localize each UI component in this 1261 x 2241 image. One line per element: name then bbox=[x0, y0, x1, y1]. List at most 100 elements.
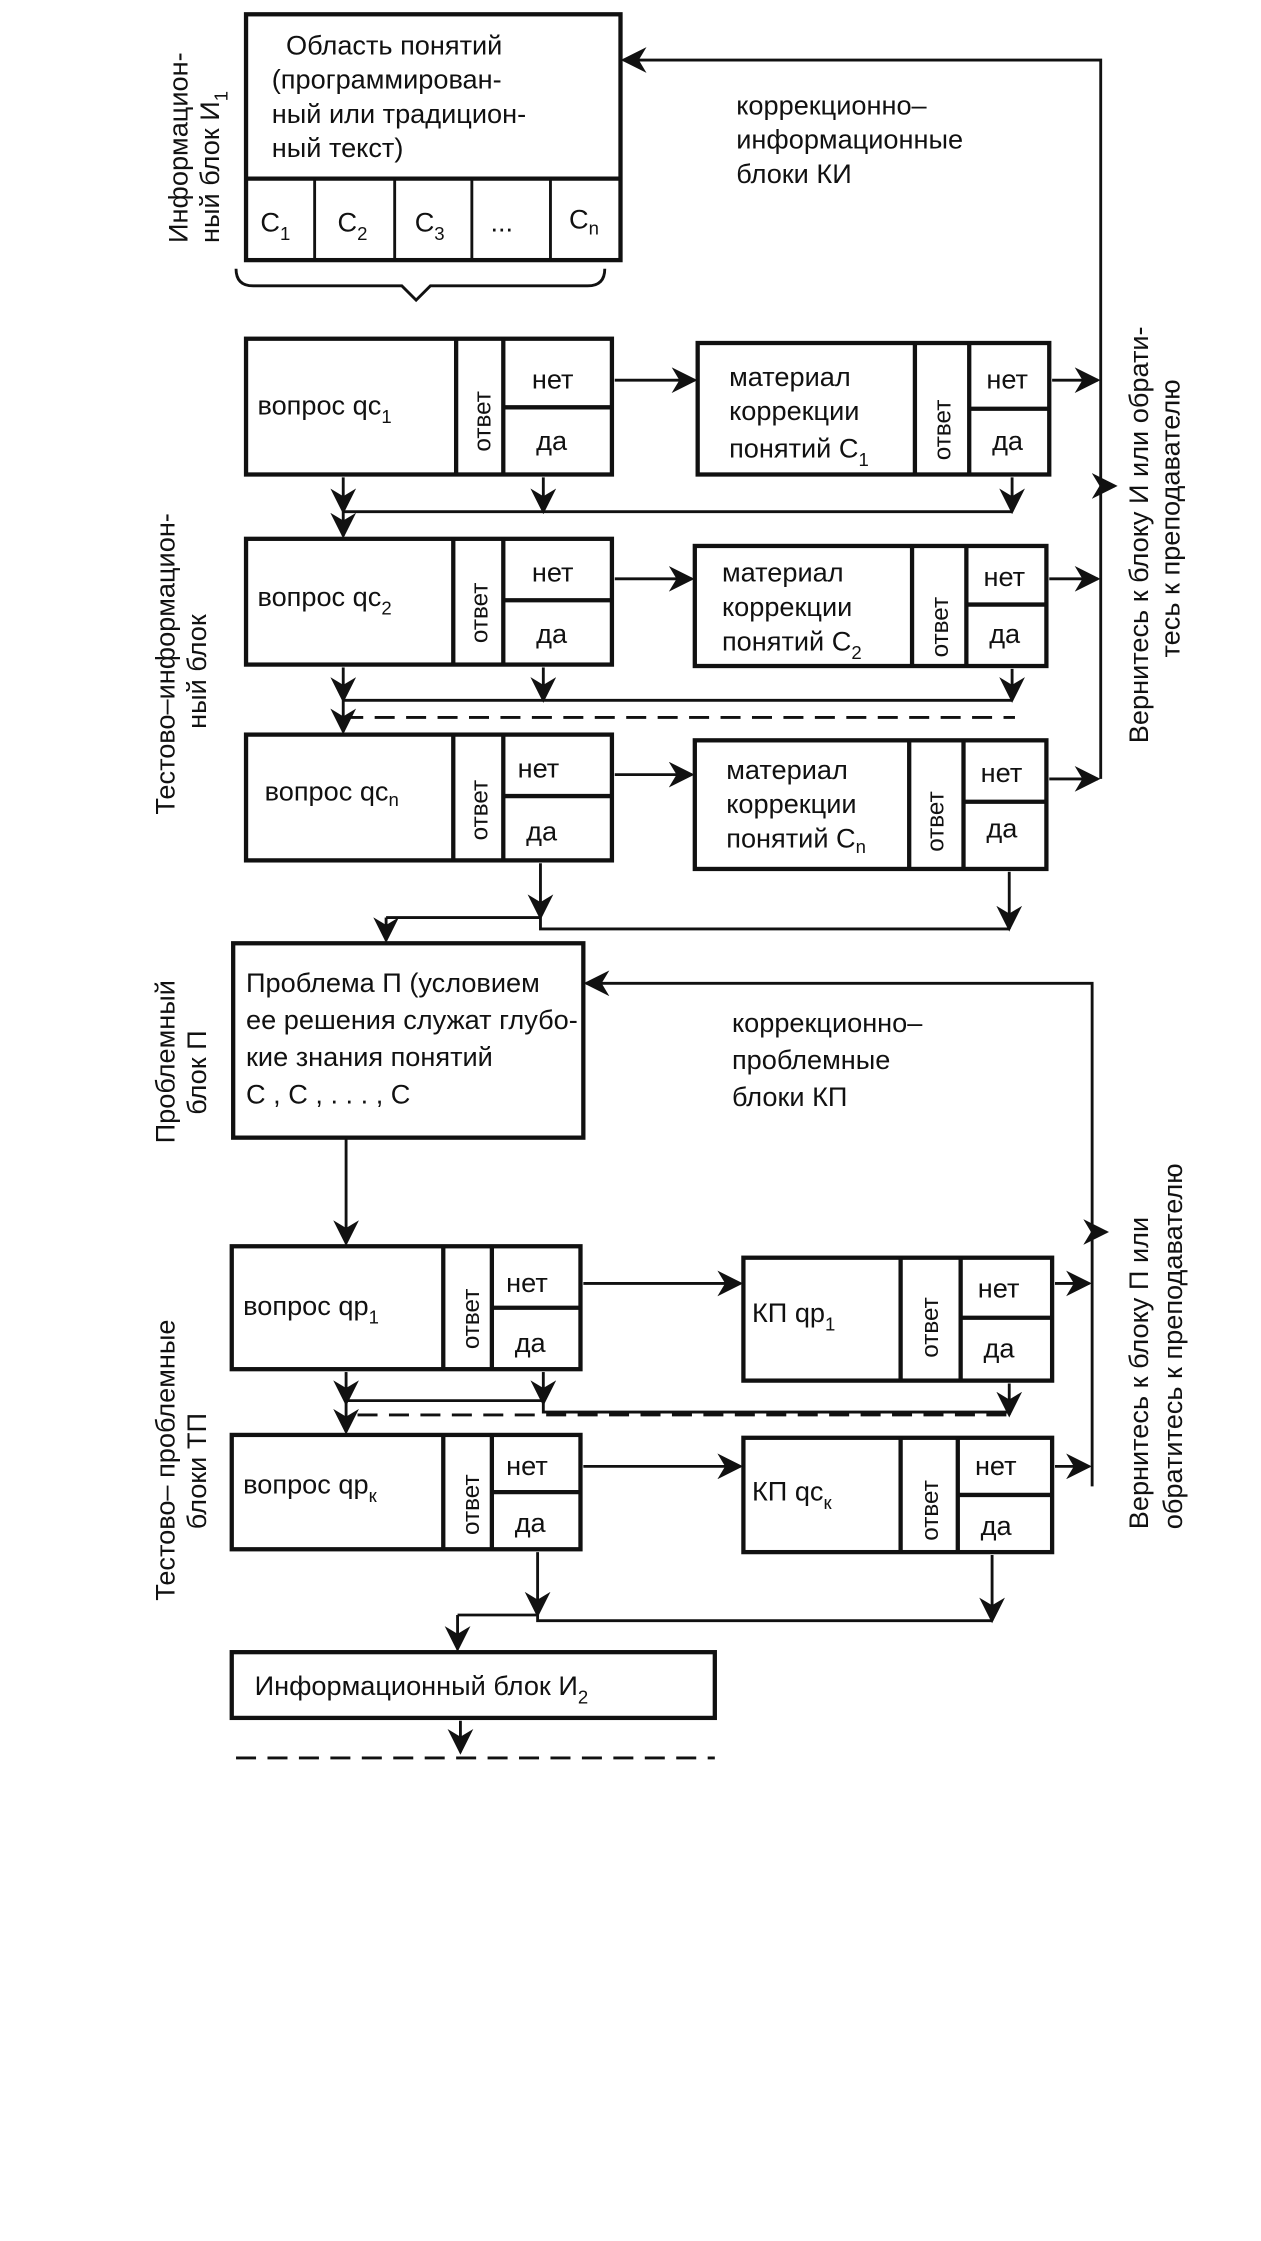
svg-text:нет: нет bbox=[518, 752, 560, 783]
svg-text:да: да bbox=[515, 1327, 547, 1358]
question-row-c2: вопрос qc2 ответ нет да материал коррекц… bbox=[243, 536, 1101, 735]
svg-text:коррекции: коррекции bbox=[722, 591, 852, 622]
label-return-I: Вернитесь к блоку И или обрати- тесь к п… bbox=[1123, 326, 1185, 743]
svg-text:ее решения служат глубо-: ее решения служат глубо- bbox=[246, 1004, 578, 1035]
svg-text:понятий Cn: понятий Cn bbox=[726, 823, 866, 858]
yes-option: да bbox=[536, 425, 568, 456]
svg-text:обратитесь к преподавателю: обратитесь к преподавателю bbox=[1157, 1163, 1188, 1529]
svg-text:C , C , . . . , C: C , C , . . . , C bbox=[246, 1078, 410, 1109]
svg-text:ный блок И1: ный блок И1 bbox=[194, 91, 232, 243]
return-line-P bbox=[583, 970, 1094, 1487]
svg-text:ответ: ответ bbox=[927, 597, 954, 658]
svg-text:коррекционно–: коррекционно– bbox=[732, 1007, 923, 1038]
svg-text:ответ: ответ bbox=[469, 391, 496, 452]
svg-text:да: да bbox=[515, 1507, 547, 1538]
svg-text:Проблема П (условием: Проблема П (условием bbox=[246, 967, 540, 998]
svg-text:блок П: блок П bbox=[181, 1030, 212, 1114]
svg-text:ответ: ответ bbox=[917, 1480, 944, 1541]
svg-text:ответ: ответ bbox=[930, 400, 957, 461]
svg-text:ответ: ответ bbox=[458, 1289, 485, 1350]
svg-text:Тестово–информацион-: Тестово–информацион- bbox=[150, 513, 181, 815]
svg-text:Тестово– проблемные: Тестово– проблемные bbox=[150, 1320, 181, 1601]
svg-text:ответ: ответ bbox=[458, 1474, 485, 1535]
info-block-text-line: Область понятий bbox=[286, 29, 502, 60]
svg-text:Информационный блок И2: Информационный блок И2 bbox=[255, 1670, 589, 1708]
svg-text:Вернитесь к блоку П или: Вернитесь к блоку П или bbox=[1123, 1217, 1154, 1529]
info-block-text-line: (программирован- bbox=[272, 64, 502, 95]
svg-text:ный блок: ный блок bbox=[181, 614, 212, 729]
info-block-1: Область понятий (программирован- ный или… bbox=[234, 12, 623, 303]
svg-text:нет: нет bbox=[532, 557, 574, 588]
svg-text:нет: нет bbox=[978, 1273, 1020, 1304]
svg-text:материал: материал bbox=[722, 557, 844, 588]
concept-cell: ... bbox=[490, 207, 513, 238]
svg-text:коррекции: коррекции bbox=[729, 395, 859, 426]
question-row-cn: вопрос qcn ответ нет да материал коррекц… bbox=[243, 732, 1101, 943]
svg-text:да: да bbox=[984, 1333, 1016, 1364]
question-row-p1: вопрос qp1 ответ нет да КП qp1 ответ нет… bbox=[229, 1244, 1092, 1435]
concept-cell: C1 bbox=[260, 207, 290, 245]
question-row-c1: вопрос qc1 ответ нет да материал коррекц… bbox=[243, 336, 1101, 539]
svg-text:да: да bbox=[981, 1510, 1013, 1541]
label-test-info-block: Тестово–информацион- ный блок bbox=[150, 513, 212, 815]
return-line-I bbox=[620, 47, 1103, 779]
svg-text:блоки КИ: блоки КИ bbox=[736, 158, 851, 189]
kp-note: коррекционно– проблемные блоки КП bbox=[732, 1007, 923, 1112]
svg-text:ответ: ответ bbox=[467, 583, 494, 644]
concept-cell: Cn bbox=[569, 204, 599, 239]
ki-note: коррекционно– информационные блоки КИ bbox=[736, 89, 963, 189]
svg-text:вопрос qpк: вопрос qpк bbox=[243, 1469, 377, 1507]
svg-text:Проблемный: Проблемный bbox=[150, 980, 181, 1143]
svg-text:да: да bbox=[989, 618, 1021, 649]
svg-text:ответ: ответ bbox=[467, 780, 494, 841]
label-test-problem-blocks: Тестово– проблемные блоки ТП bbox=[150, 1320, 212, 1601]
svg-text:ответ: ответ bbox=[922, 791, 949, 852]
svg-text:кие знания понятий: кие знания понятий bbox=[246, 1041, 493, 1072]
info-block-text-line: ный текст) bbox=[272, 132, 404, 163]
svg-text:Вернитесь к блоку И или обрати: Вернитесь к блоку И или обрати- bbox=[1123, 326, 1154, 743]
svg-text:КП qp1: КП qp1 bbox=[752, 1297, 835, 1335]
svg-text:нет: нет bbox=[506, 1450, 548, 1481]
svg-text:...: ... bbox=[490, 207, 513, 238]
svg-text:вопрос qp1: вопрос qp1 bbox=[243, 1290, 379, 1328]
svg-text:вопрос qc1: вопрос qc1 bbox=[257, 389, 391, 427]
svg-text:да: да bbox=[986, 813, 1018, 844]
svg-text:Cn: Cn bbox=[569, 204, 599, 239]
info-block-text-line: ный или традицион- bbox=[272, 98, 526, 129]
svg-text:проблемные: проблемные bbox=[732, 1044, 890, 1075]
svg-text:коррекции: коррекции bbox=[726, 788, 856, 819]
svg-text:нет: нет bbox=[984, 561, 1026, 592]
svg-text:вопрос qcn: вопрос qcn bbox=[265, 775, 399, 810]
svg-text:ответ: ответ bbox=[917, 1297, 944, 1358]
label-return-P: Вернитесь к блоку П или обратитесь к пре… bbox=[1123, 1163, 1188, 1529]
concept-cell: C2 bbox=[338, 207, 368, 245]
info-block-2: Информационный блок И2 bbox=[229, 1650, 717, 1721]
svg-text:материал: материал bbox=[726, 754, 848, 785]
problem-block: Проблема П (условием ее решения служат г… bbox=[231, 941, 586, 1140]
no-option: нет bbox=[532, 364, 574, 395]
brace bbox=[234, 268, 607, 303]
svg-text:блоки КП: блоки КП bbox=[732, 1081, 847, 1112]
svg-text:понятий C1: понятий C1 bbox=[729, 432, 869, 470]
svg-text:нет: нет bbox=[981, 757, 1023, 788]
svg-text:C1: C1 bbox=[260, 207, 290, 245]
svg-text:да: да bbox=[992, 425, 1024, 456]
svg-text:нет: нет bbox=[975, 1450, 1017, 1481]
svg-text:да: да bbox=[536, 618, 568, 649]
svg-text:нет: нет bbox=[506, 1267, 548, 1298]
svg-text:блоки ТП: блоки ТП bbox=[181, 1413, 212, 1529]
svg-text:КП qcк: КП qcк bbox=[752, 1476, 833, 1514]
svg-text:информационные: информационные bbox=[736, 124, 963, 155]
svg-text:нет: нет bbox=[986, 364, 1028, 395]
svg-text:C2: C2 bbox=[338, 207, 368, 245]
concept-cell: C3 bbox=[415, 207, 445, 245]
svg-text:коррекционно–: коррекционно– bbox=[736, 89, 927, 120]
label-problem-block: Проблемный блок П bbox=[150, 980, 212, 1143]
svg-text:тесь к преподавателю: тесь к преподавателю bbox=[1154, 379, 1185, 657]
label-info-block-1: Информацион- ный блок И1 bbox=[162, 52, 231, 243]
svg-text:Информацион-: Информацион- bbox=[162, 52, 193, 243]
svg-text:вопрос qc2: вопрос qc2 bbox=[257, 581, 391, 619]
svg-text:понятий C2: понятий C2 bbox=[722, 625, 862, 663]
question-row-pk: вопрос qpк ответ нет да КП qcк ответ нет… bbox=[229, 1432, 1092, 1652]
